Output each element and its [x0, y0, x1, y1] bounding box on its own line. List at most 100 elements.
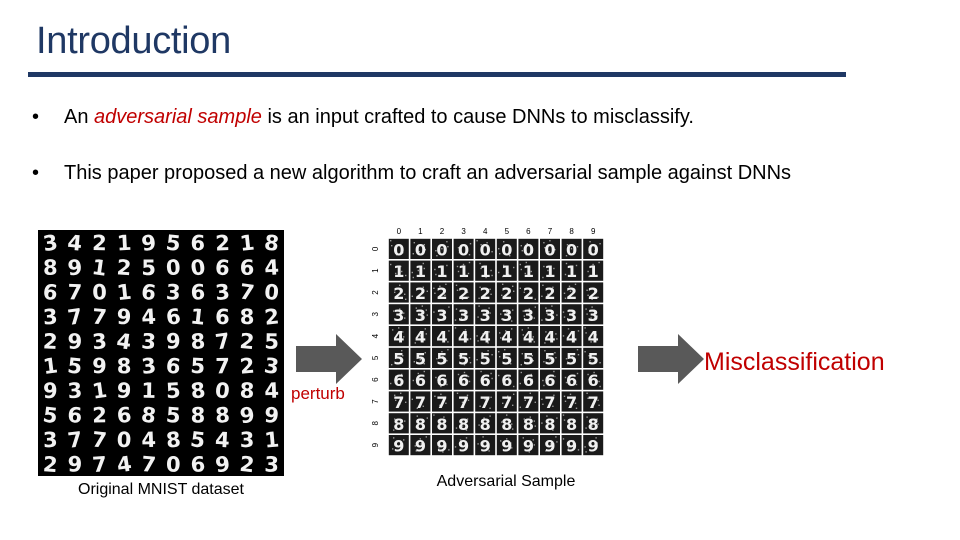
adversarial-cell: [496, 238, 517, 259]
result-arrow-icon: [638, 334, 704, 384]
adversarial-digit: 5: [523, 349, 534, 368]
adversarial-digit: 3: [436, 306, 447, 325]
noise-pixel: [477, 340, 479, 342]
adversarial-cell: [432, 413, 452, 434]
noise-pixel: [563, 316, 566, 318]
noise-pixel: [565, 255, 568, 257]
noise-pixel: [584, 351, 586, 353]
noise-pixel: [498, 248, 500, 250]
adversarial-cell: [475, 304, 496, 325]
noise-pixel: [394, 394, 396, 396]
mnist-digit: 5: [189, 427, 206, 453]
adversarial-digit: 1: [480, 262, 491, 281]
noise-pixel: [491, 354, 493, 356]
mnist-digit: 9: [67, 255, 84, 280]
noise-pixel: [399, 308, 401, 310]
noise-pixel: [438, 447, 440, 449]
adversarial-cell: [475, 326, 496, 347]
noise-pixel: [467, 272, 470, 275]
noise-pixel: [566, 339, 569, 341]
noise-pixel: [532, 336, 534, 338]
mnist-digit: 4: [215, 428, 231, 453]
noise-pixel: [468, 357, 471, 359]
noise-pixel: [594, 250, 596, 252]
noise-pixel: [520, 364, 522, 366]
mnist-digit: 8: [239, 305, 254, 329]
noise-pixel: [576, 372, 579, 375]
row-label: 3: [371, 312, 380, 317]
adversarial-digit: 7: [588, 393, 599, 412]
adversarial-digit: 6: [393, 371, 404, 390]
noise-pixel: [480, 267, 482, 270]
adversarial-digit: 5: [566, 349, 577, 368]
adversarial-digit: 0: [544, 240, 555, 259]
adversarial-cell: [432, 304, 452, 325]
noise-pixel: [528, 451, 530, 453]
noise-pixel: [446, 264, 448, 267]
mnist-digit: 2: [263, 304, 280, 329]
noise-pixel: [577, 449, 580, 451]
adversarial-digit: 3: [415, 306, 426, 325]
mnist-digit: 2: [239, 329, 256, 354]
adversarial-digit: 3: [544, 306, 555, 325]
perturb-arrow-icon: [296, 334, 362, 384]
adversarial-digit: 3: [480, 306, 491, 325]
noise-pixel: [587, 397, 589, 399]
noise-pixel: [546, 288, 548, 290]
adversarial-digit: 3: [588, 306, 599, 325]
noise-pixel: [412, 253, 414, 255]
noise-pixel: [522, 310, 524, 312]
noise-pixel: [460, 444, 463, 446]
mnist-digit: 8: [239, 379, 254, 403]
noise-pixel: [548, 377, 550, 380]
noise-pixel: [586, 416, 588, 418]
noise-pixel: [597, 296, 599, 298]
noise-pixel: [445, 275, 447, 278]
adversarial-digit: 4: [415, 328, 426, 347]
noise-pixel: [433, 414, 435, 416]
noise-pixel: [544, 350, 546, 352]
adversarial-cell: [518, 282, 539, 303]
noise-pixel: [461, 401, 464, 403]
noise-pixel: [505, 330, 507, 332]
mnist-digit: 9: [166, 330, 181, 354]
noise-pixel: [487, 342, 489, 344]
bullet-list: • An adversarial sample is an input craf…: [32, 104, 912, 186]
noise-pixel: [411, 295, 413, 297]
adversarial-cell: [475, 369, 496, 390]
noise-pixel: [585, 332, 587, 334]
title-underline: [28, 72, 846, 77]
adversarial-cell: [388, 260, 409, 281]
noise-pixel: [523, 418, 525, 420]
noise-pixel: [565, 262, 568, 265]
noise-pixel: [401, 270, 403, 273]
mnist-digit: 3: [140, 353, 157, 378]
adversarial-cell: [518, 413, 539, 434]
noise-pixel: [484, 295, 486, 297]
noise-pixel: [589, 360, 591, 362]
adversarial-cell: [388, 326, 409, 347]
noise-pixel: [441, 248, 443, 250]
noise-pixel: [524, 272, 526, 275]
noise-pixel: [398, 422, 400, 424]
noise-pixel: [587, 270, 589, 273]
noise-pixel: [488, 450, 490, 452]
adversarial-digit: 0: [393, 240, 404, 259]
noise-pixel: [569, 266, 572, 269]
mnist-digit: 7: [66, 304, 84, 330]
noise-pixel: [575, 264, 578, 267]
noise-pixel: [401, 373, 403, 376]
noise-pixel: [593, 245, 595, 247]
mnist-digit: 7: [215, 354, 230, 378]
noise-pixel: [478, 297, 480, 299]
noise-pixel: [499, 332, 501, 334]
mnist-digit: 5: [165, 378, 181, 403]
row-label: 8: [371, 421, 380, 426]
adversarial-cell: [583, 304, 604, 325]
noise-pixel: [556, 441, 558, 443]
noise-pixel: [541, 319, 543, 321]
noise-pixel: [442, 451, 444, 453]
adversarial-digit: 5: [544, 349, 555, 368]
noise-pixel: [598, 380, 600, 383]
adversarial-cell: [410, 391, 431, 412]
